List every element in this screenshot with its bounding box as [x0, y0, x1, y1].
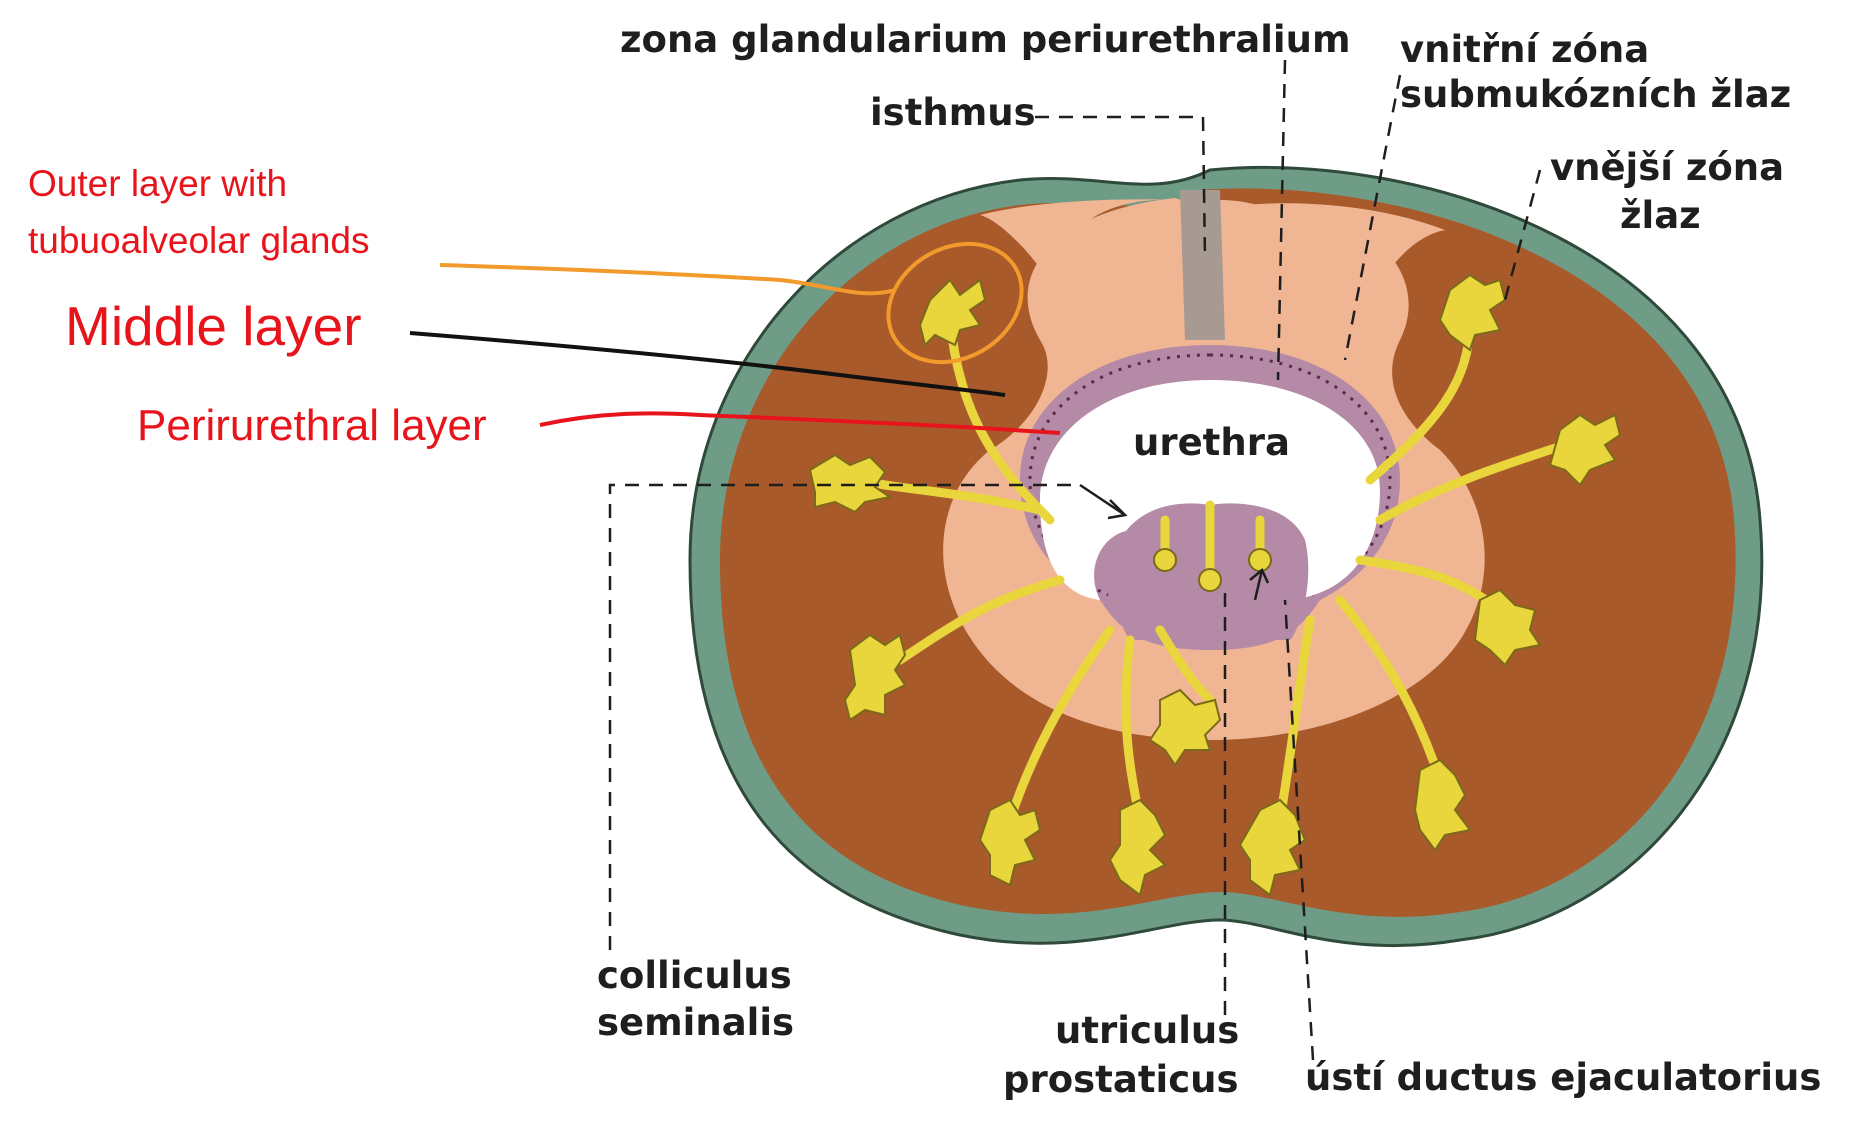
label-colliculus-line1: colliculus: [597, 954, 792, 997]
outer-layer-highlight-ellipse: [886, 241, 1024, 365]
glands: [808, 273, 1622, 897]
colliculus-leader-line: [608, 483, 1080, 950]
annotation-outer-line2: tubuoalveolar glands: [28, 220, 369, 261]
isthmus-leader-line: [1035, 115, 1207, 261]
gland-lobule: [808, 453, 893, 514]
label-leader-lines: [608, 59, 1542, 1061]
label-usti: ústí ductus ejaculatorius: [1305, 1056, 1821, 1099]
annotation-middle-layer: Middle layer: [65, 295, 362, 357]
middle-zone-left-horn: [980, 199, 1180, 300]
gland-lobule: [1148, 688, 1222, 767]
label-vnejsi-line1: vnější zóna: [1550, 146, 1784, 189]
usti-leader-line: [1283, 599, 1315, 1061]
annotation-periurethral-layer: Perirurethral layer: [137, 401, 487, 450]
label-utriculus-line2: prostaticus: [1003, 1058, 1239, 1101]
duct-opening: [1248, 548, 1272, 572]
gland-lobule: [1108, 798, 1167, 897]
gland-lobule: [843, 633, 907, 722]
gland-lobule: [1548, 413, 1622, 487]
gland-lobule: [1238, 798, 1307, 897]
gland-lobule: [1473, 588, 1542, 667]
label-isthmus: isthmus: [870, 91, 1036, 134]
periurethral-dotted-border-left: [1028, 353, 1211, 597]
label-vnejsi-line2: žlaz: [1620, 194, 1701, 237]
gland-lobule: [918, 278, 987, 347]
zona-leader-line: [1276, 59, 1287, 381]
periurethral-layer-pointer: [539, 411, 1061, 435]
gland-lobule: [978, 798, 1042, 887]
label-zona-glandularium: zona glandularium periurethralium: [620, 18, 1351, 61]
outer-layer-pointer: [439, 263, 896, 296]
middle-layer-pointer: [409, 331, 1006, 397]
colliculus-arrow: [1079, 483, 1128, 520]
label-colliculus-line2: seminalis: [597, 1001, 794, 1044]
isthmus-region: [1180, 190, 1225, 340]
label-vnitrni-line2: submukózních žlaz: [1400, 73, 1791, 116]
annotation-outer-line1: Outer layer with: [28, 163, 287, 204]
label-utriculus-line1: utriculus: [1055, 1009, 1239, 1052]
label-vnitrni-line1: vnitřní zóna: [1400, 28, 1649, 71]
duct-opening: [1198, 568, 1222, 592]
gland-lobule: [1413, 758, 1472, 852]
label-urethra: urethra: [1133, 421, 1290, 464]
usti-arrow: [1249, 567, 1270, 601]
vnitrni-leader-line: [1343, 74, 1402, 361]
gland-lobule: [1438, 273, 1507, 352]
middle-zone-right-horn: [1245, 203, 1445, 300]
duct-opening: [1153, 548, 1177, 572]
